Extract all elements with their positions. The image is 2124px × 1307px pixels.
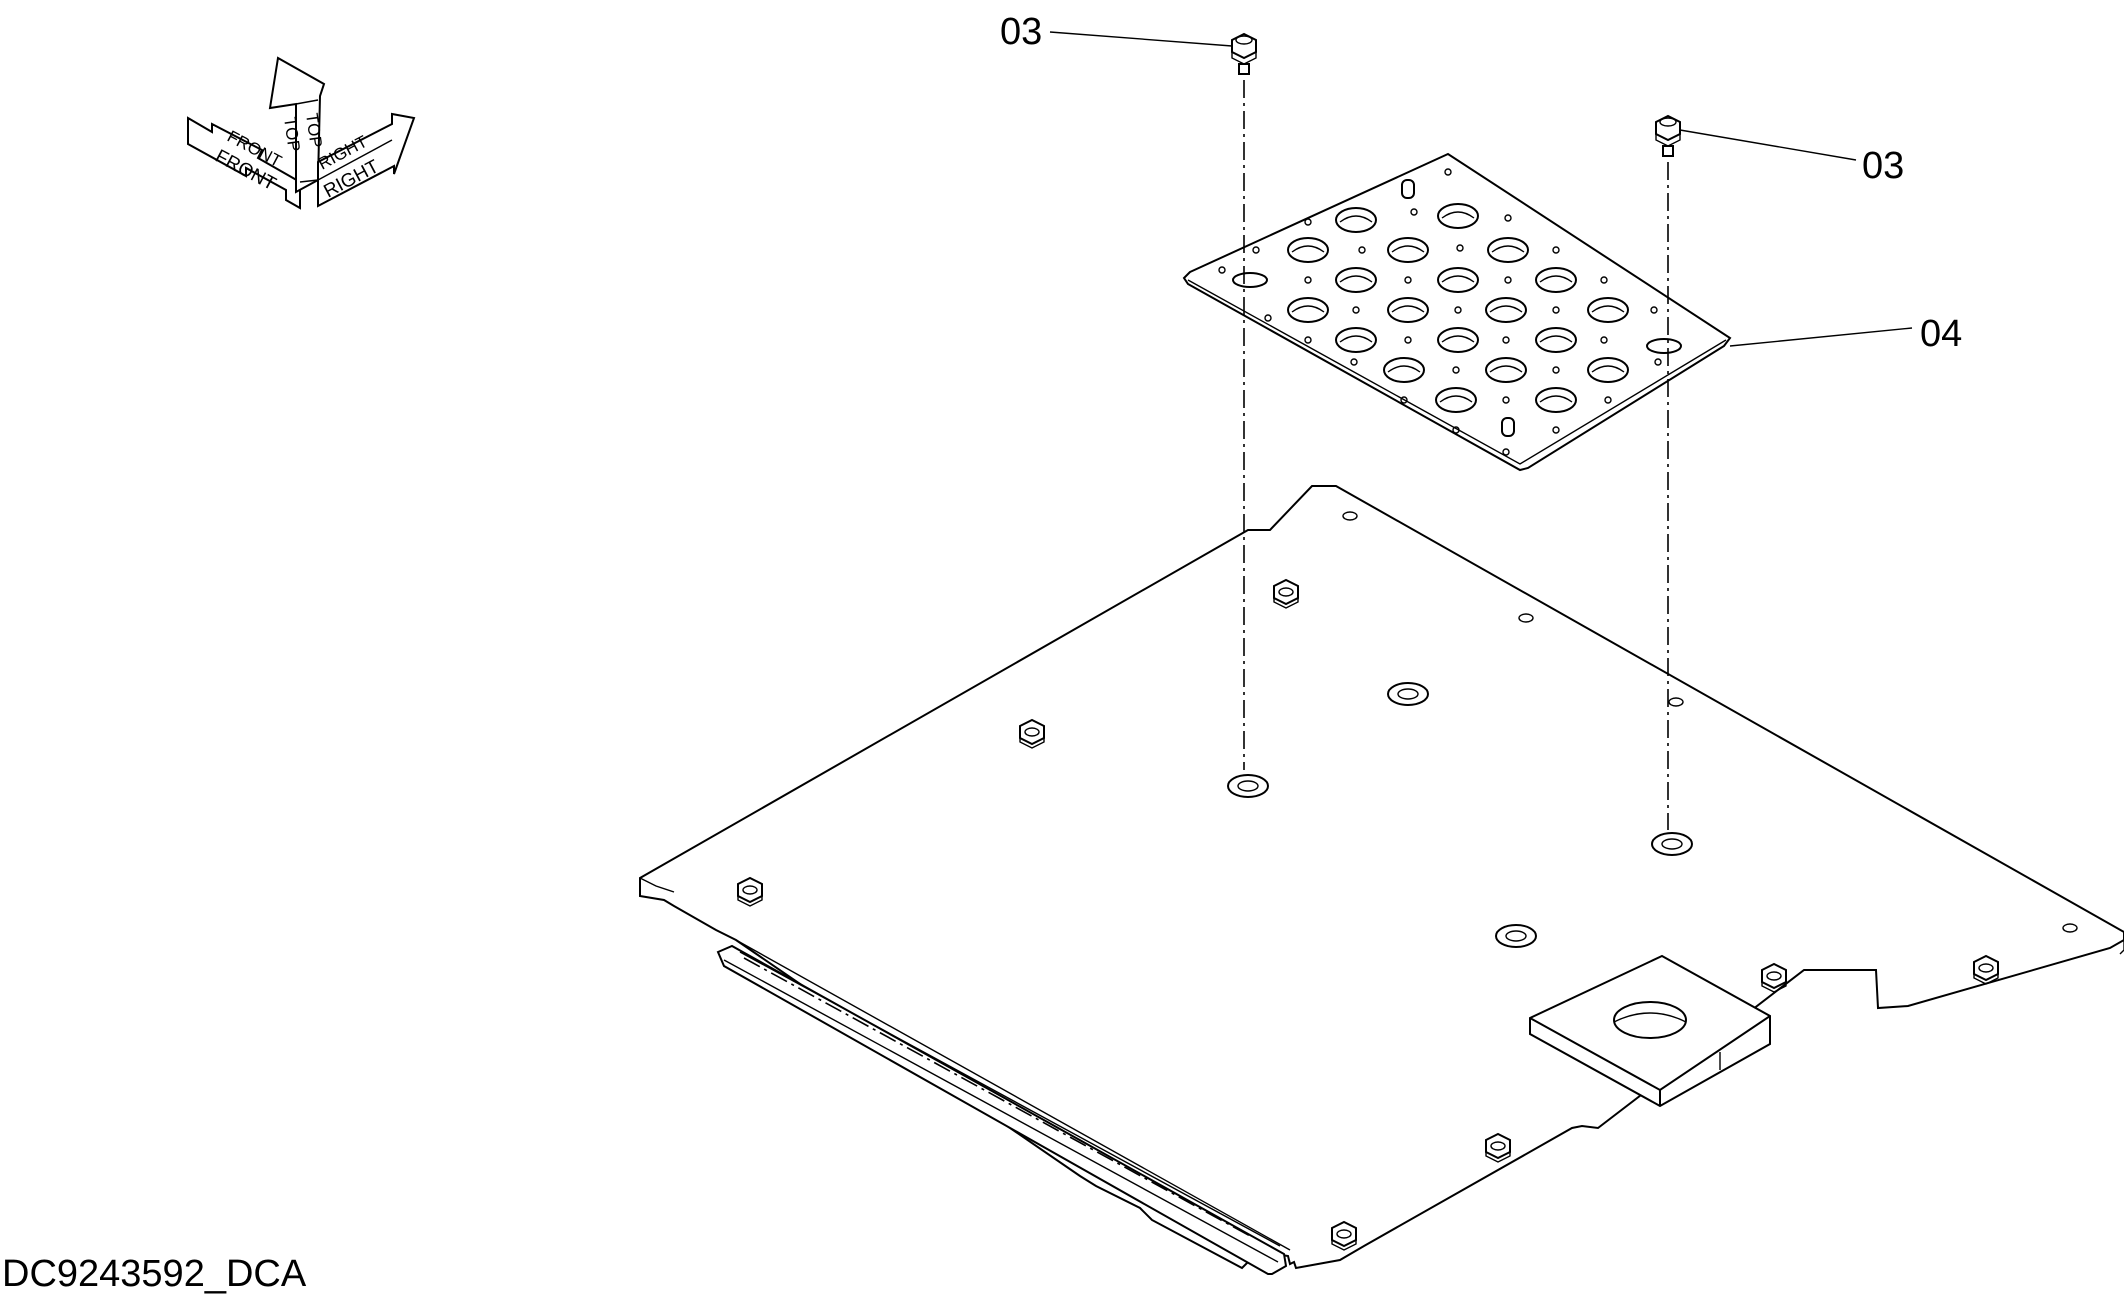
bolt-left (1231, 32, 1257, 75)
orientation-marker: FRONT FRONT TOP TOP RIGHT RIGHT (187, 56, 416, 210)
callout-leaders (1049, 31, 1913, 347)
step-plate-dimples (1287, 203, 1629, 413)
drawing-id: DC9243592_DCA (2, 1253, 307, 1295)
callout-label-plate: 04 (1920, 313, 1962, 355)
step-plate-small-holes (1218, 168, 1662, 456)
base-plate-bolts (737, 578, 1999, 1251)
floor-base-plate (639, 485, 2124, 1275)
orientation-label-top-right: TOP (302, 112, 326, 149)
step-plate (1182, 152, 1732, 472)
base-plate-holes (1227, 511, 2078, 948)
bolt-right (1655, 114, 1681, 157)
callout-label-bolt-left: 03 (1000, 11, 1042, 53)
assembly-centerlines (1243, 80, 1669, 830)
callout-label-bolt-right: 03 (1862, 145, 1904, 187)
orientation-label-top: TOP (280, 116, 304, 153)
